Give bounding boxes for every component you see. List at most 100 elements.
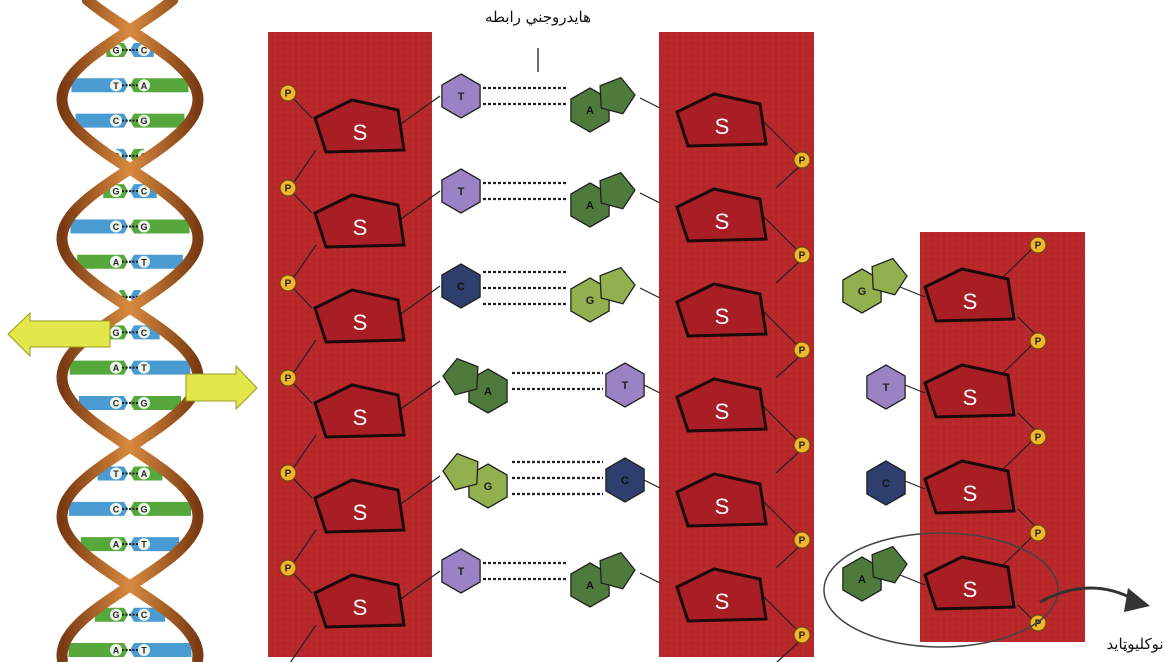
helix-base-left: G [112,328,119,338]
phosphate-left: P [279,274,297,292]
ladder-row: P P S S T A [279,168,811,284]
helix-base-right: G [140,116,147,126]
strand-row: PSG [842,236,1047,338]
phosphate-right: P [793,436,811,454]
phosphate-symbol: P [799,536,806,547]
sugar-symbol: S [353,405,368,430]
helix-base-left: G [112,187,119,197]
sugar-symbol: S [963,577,978,602]
base-right: T [605,362,645,408]
phosphate-left: P [279,369,297,387]
base: A [842,545,908,602]
sugar-symbol: S [353,310,368,335]
sugar-symbol: S [715,304,730,329]
sugar-left: S [313,288,406,344]
sugar-left: S [313,478,406,534]
phosphate-symbol: P [1035,337,1042,348]
helix-base-right: G [140,398,147,408]
sugar-left: S [313,383,406,439]
base-letter: A [484,386,492,398]
base-letter: T [622,380,629,392]
helix-base-left: A [113,646,120,656]
phosphate-symbol: P [1035,529,1042,540]
base-letter: A [586,200,594,212]
base-right: C [605,457,645,503]
phosphate-symbol: P [285,564,292,575]
helix-base-right: A [141,81,148,91]
sugar-right: S [675,377,768,433]
helix-base-left: A [113,363,120,373]
base-letter: A [586,105,594,117]
helix-base-left: A [113,257,120,267]
phosphate-symbol: P [799,631,806,642]
phosphate-symbol: P [285,279,292,290]
base: T [866,364,906,410]
helix-base-right: T [141,540,147,550]
base-letter: C [457,281,465,293]
base-left: A [442,357,508,414]
base-left: T [441,168,481,214]
base: C [866,460,906,506]
unzip-arrow-right [185,364,258,411]
sugar-symbol: S [715,399,730,424]
sugar-left: S [313,98,406,154]
helix-base-right: C [141,46,148,56]
phosphate-symbol: P [285,374,292,385]
sugar-symbol: S [353,500,368,525]
helix-base-left: C [113,116,120,126]
helix-backbone-a [56,0,204,662]
sugar: S [923,363,1016,419]
phosphate-left: P [279,179,297,197]
nucleotide-arrow-head [1124,588,1150,612]
sugar-right: S [675,92,768,148]
helix-base-right: C [141,328,148,338]
base-letter: A [586,580,594,592]
base-letter: C [621,475,629,487]
ladder-row: P P S S A T [279,357,811,474]
base: G [842,257,908,314]
helix-base-left: G [112,46,119,56]
phosphate-left: P [279,464,297,482]
phosphate-symbol: P [285,469,292,480]
helix-base-left: G [112,610,119,620]
base-letter: G [484,481,493,493]
phosphate-left: P [279,84,297,102]
base-right: A [570,76,636,133]
helix-base-right: G [140,504,147,514]
unzip-arrow-left [7,311,111,358]
helix-base-left: C [113,222,120,232]
base-letter: T [458,91,465,103]
sugar-left: S [313,573,406,629]
sugar-symbol: S [353,595,368,620]
helix-base-right: T [141,257,147,267]
phosphate-right: P [793,341,811,359]
phosphate-symbol: P [799,346,806,357]
strand-row: PSC [866,428,1047,530]
phosphate-symbol: P [799,441,806,452]
phosphate-right: P [793,246,811,264]
base-right: G [570,266,636,323]
sugar-symbol: S [353,215,368,240]
helix-base-left: A [113,540,120,550]
sugar-symbol: S [715,209,730,234]
phosphate-symbol: P [799,156,806,167]
phosphate-symbol: P [285,184,292,195]
phosphate-symbol: P [285,89,292,100]
phosphate: P [1029,428,1047,446]
sugar: S [923,267,1016,323]
